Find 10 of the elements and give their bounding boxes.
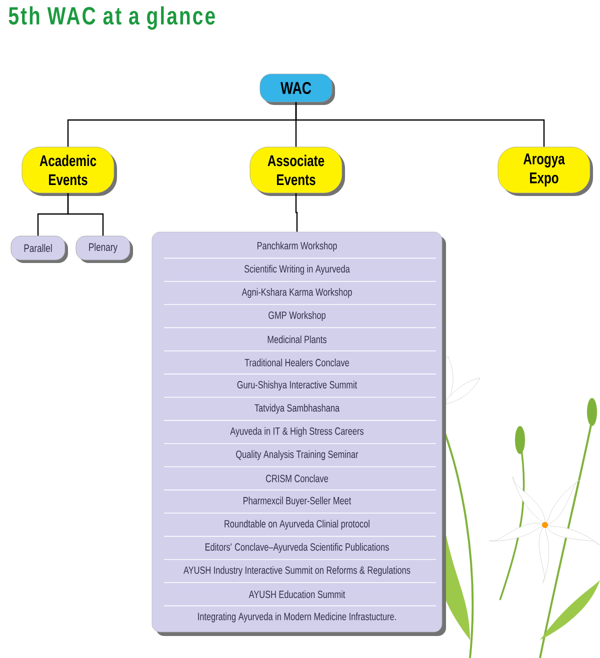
- title: 5th WAC at a glance: [8, 6, 215, 30]
- category-box: Associate Events: [250, 146, 345, 196]
- category-box: Arogya Expo: [498, 146, 593, 196]
- top-box: WAC: [260, 74, 335, 105]
- connector-line: [295, 102, 545, 147]
- category-box: Academic Events: [22, 146, 117, 196]
- connector-line: [67, 193, 104, 236]
- connector-line: [295, 193, 298, 232]
- sub-box: Parallel: [10, 236, 68, 263]
- sub-box: Plenary: [76, 236, 133, 263]
